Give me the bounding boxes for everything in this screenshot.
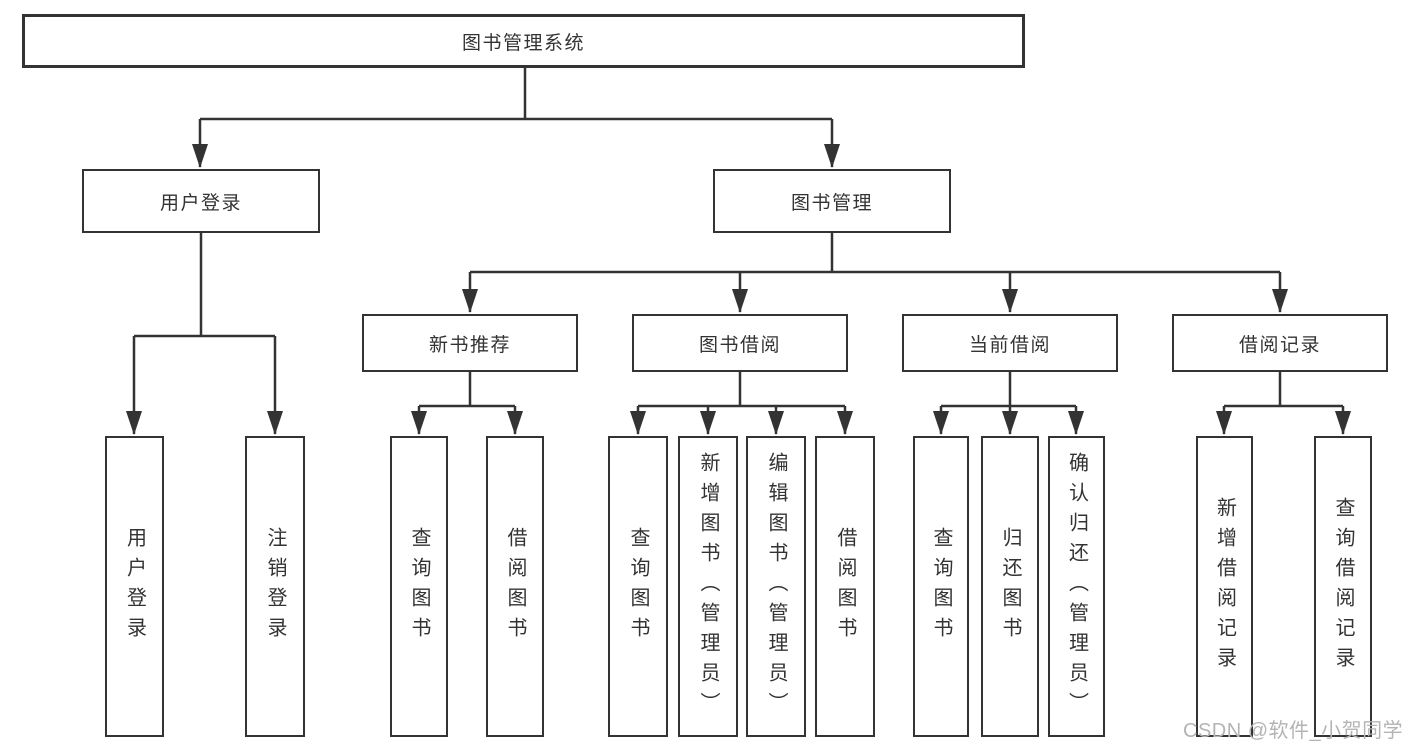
connectors-root xyxy=(192,67,840,168)
watermark: CSDN @软件_小贺同学 xyxy=(1183,720,1404,742)
node-borrow-records: 借阅记录 xyxy=(1172,314,1388,372)
leaf-newbooks-borrow-book: 借阅图书 xyxy=(486,436,544,737)
leaf-borrowing-edit-book-admin: 编辑图书（管理员） xyxy=(746,436,806,737)
node-book-borrowing: 图书借阅 xyxy=(632,314,848,372)
node-current-borrowing: 当前借阅 xyxy=(902,314,1118,372)
connectors-records xyxy=(1216,371,1351,435)
connectors-new-books xyxy=(411,371,523,435)
connectors-user-login xyxy=(126,232,283,435)
node-book-management: 图书管理 xyxy=(713,169,951,233)
leaf-borrowing-add-book-admin: 新增图书（管理员） xyxy=(678,436,738,737)
leaf-records-query-record: 查询借阅记录 xyxy=(1314,436,1372,737)
leaf-borrowing-query-book: 查询图书 xyxy=(608,436,668,737)
leaf-borrowing-borrow-book: 借阅图书 xyxy=(815,436,875,737)
connectors-current xyxy=(933,371,1084,435)
connectors-book-management xyxy=(462,232,1288,313)
node-new-book-recommend: 新书推荐 xyxy=(362,314,578,372)
node-root: 图书管理系统 xyxy=(22,14,1025,68)
leaf-current-query-book: 查询图书 xyxy=(913,436,969,737)
leaf-current-confirm-return-admin: 确认归还（管理员） xyxy=(1048,436,1105,737)
leaf-current-return-book: 归还图书 xyxy=(981,436,1039,737)
leaf-user-login: 用户登录 xyxy=(105,436,164,737)
leaf-records-add-record: 新增借阅记录 xyxy=(1196,436,1253,737)
leaf-newbooks-query-book: 查询图书 xyxy=(390,436,448,737)
connectors-borrowing xyxy=(630,371,853,435)
node-user-login: 用户登录 xyxy=(82,169,320,233)
leaf-logout: 注销登录 xyxy=(245,436,305,737)
